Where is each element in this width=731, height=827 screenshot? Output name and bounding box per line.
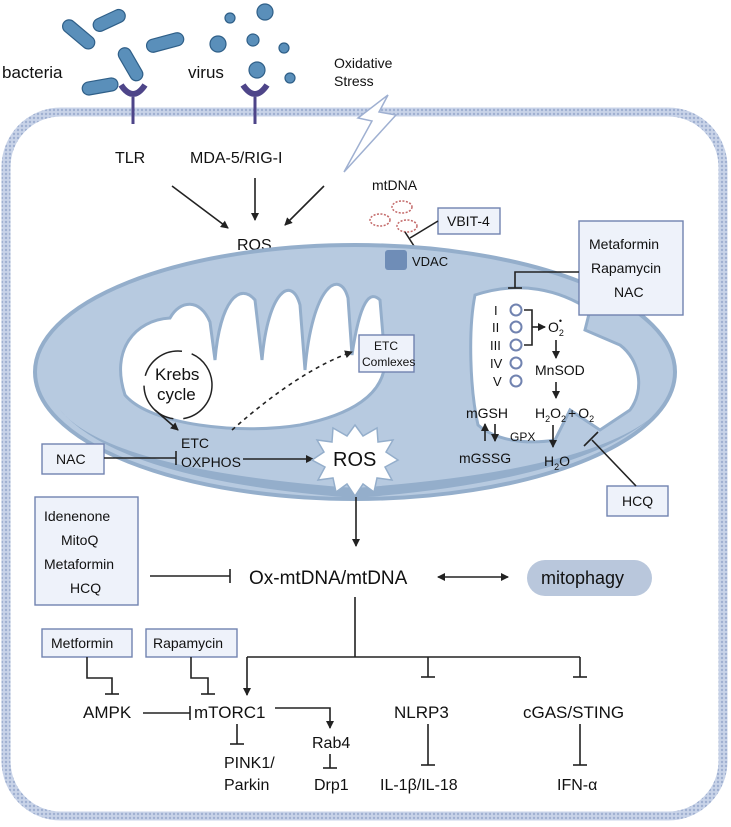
etc-complexes-line-1: ETC xyxy=(374,339,398,353)
nac-left-box: NAC xyxy=(41,443,105,475)
ros-burst-icon xyxy=(310,423,400,498)
ifna-label: IFN-α xyxy=(557,777,597,794)
mda5-receptor-icon xyxy=(240,83,270,124)
vdac-label: VDAC xyxy=(412,254,448,269)
complex-v-label: V xyxy=(493,374,502,389)
left-box-line-1: Idenenone xyxy=(44,508,110,524)
rapamycin-label: Rapamycin xyxy=(153,635,223,651)
complex-ii-label: II xyxy=(492,320,499,335)
bacteria-icon xyxy=(62,8,185,96)
left-box-line-2: MitoQ xyxy=(61,532,98,548)
complex-i-label: I xyxy=(494,303,498,318)
vbit4-label: VBIT-4 xyxy=(447,213,490,229)
left-box-line-4: HCQ xyxy=(70,580,101,596)
mitophagy-label: mitophagy xyxy=(541,568,624,588)
etc-label: ETC xyxy=(181,435,209,451)
krebs-cycle-icon xyxy=(143,350,213,420)
metformin-box: Metformin xyxy=(41,628,133,658)
ros-burst-label: ROS xyxy=(333,449,376,471)
mtorc1-label: mTORC1 xyxy=(194,703,265,722)
ox-mtdna-label: Ox-mtDNA/mtDNA xyxy=(249,568,408,589)
virus-icon xyxy=(209,3,296,84)
tlr-label: TLR xyxy=(115,150,145,167)
vbit4-box: VBIT-4 xyxy=(437,207,501,235)
oxidative-stress-label-2: Stress xyxy=(334,73,374,89)
idenenone-mitoq-box: Idenenone MitoQ Metaformin HCQ xyxy=(34,496,139,606)
metaformin-rapamycin-nac-box: Metaformin Rapamycin NAC xyxy=(578,220,684,316)
etc-complexes-line-2: Comlexes xyxy=(362,355,415,369)
mito-outer-shade xyxy=(60,410,660,498)
metformin-label: Metformin xyxy=(51,635,113,651)
mda5-rigi-label: MDA-5/RIG-I xyxy=(190,150,282,167)
mtdna-label: mtDNA xyxy=(372,177,418,193)
mtdna-icon xyxy=(369,200,418,233)
h2o-label: H2O xyxy=(544,453,570,472)
top-box-line-2: Rapamycin xyxy=(591,260,661,276)
mgssg-label: mGSSG xyxy=(459,450,511,466)
complex-iii-label: III xyxy=(490,338,501,353)
etc-complexes-box: ETC Comlexes xyxy=(358,334,415,373)
cell-membrane xyxy=(1,107,728,821)
mnsod-label: MnSOD xyxy=(535,362,585,378)
ampk-label: AMPK xyxy=(83,703,132,722)
o2-radical-label: O2• xyxy=(548,316,564,338)
rab4-label: Rab4 xyxy=(312,735,350,752)
krebs-label-2: cycle xyxy=(157,385,196,404)
etc-complex-circles xyxy=(509,303,523,388)
mgsh-label: mGSH xyxy=(466,405,508,421)
gpx-label: GPX xyxy=(510,430,535,444)
il1b-label: IL-1β/IL-18 xyxy=(380,777,458,794)
nac-left-label: NAC xyxy=(56,451,86,467)
virus-label: virus xyxy=(188,63,224,82)
lightning-icon xyxy=(343,94,398,173)
bacteria-label: bacteria xyxy=(2,63,63,82)
oxphos-label: OXPHOS xyxy=(181,454,241,470)
h2o2-o2-label: H2O2+O2 xyxy=(535,405,594,424)
left-box-line-3: Metaformin xyxy=(44,556,114,572)
top-box-line-1: Metaformin xyxy=(589,236,659,252)
tlr-receptor-icon xyxy=(118,83,148,124)
complex-iv-label: IV xyxy=(490,356,503,371)
mito-matrix xyxy=(119,282,387,431)
drp1-label: Drp1 xyxy=(314,777,349,794)
nlrp3-label: NLRP3 xyxy=(394,703,449,722)
rapamycin-box: Rapamycin xyxy=(145,628,238,658)
vdac-channel-icon xyxy=(385,250,407,270)
pink1-label-1: PINK1/ xyxy=(224,755,275,772)
oxidative-stress-label-1: Oxidative xyxy=(334,55,393,71)
mitophagy-pill xyxy=(527,560,652,596)
hcq-box: HCQ xyxy=(606,485,669,517)
krebs-label-1: Krebs xyxy=(155,365,199,384)
hcq-label: HCQ xyxy=(622,493,653,509)
top-box-line-3: NAC xyxy=(614,284,644,300)
cgas-sting-label: cGAS/STING xyxy=(523,703,624,722)
pink1-label-2: Parkin xyxy=(224,777,269,794)
